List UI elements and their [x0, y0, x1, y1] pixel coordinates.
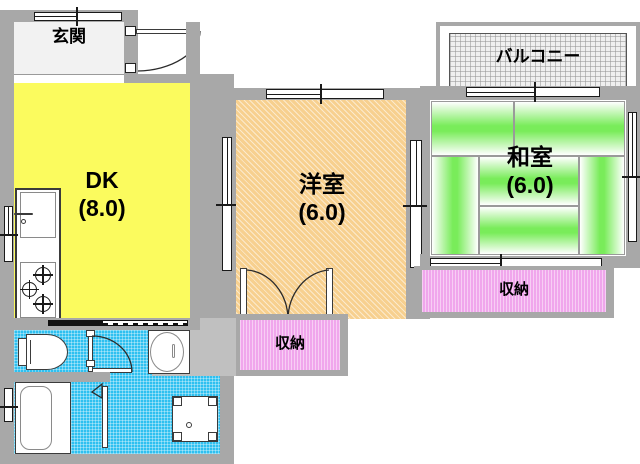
closet-center-floor	[240, 320, 340, 370]
balcony-label: バルコニー	[495, 47, 581, 66]
tatami-mat-3	[431, 156, 479, 255]
yoshitsu-name-label: 洋室	[299, 171, 345, 197]
tatami-mat-2	[514, 101, 625, 156]
bathtub	[20, 386, 52, 450]
bath-door-swing-mark	[90, 382, 103, 400]
kitchen-faucet-knob	[21, 219, 26, 224]
stove-burner-bottom-right	[33, 294, 53, 314]
toilet-door-swing-arc	[91, 335, 133, 373]
toilet-seat-line	[30, 340, 31, 364]
genkan-step-line	[14, 74, 124, 75]
washitsu-right-window-rail	[632, 112, 634, 176]
balcony-floor	[449, 33, 627, 88]
tatami-mat-4	[479, 156, 579, 206]
kitchen-sink-basin	[20, 192, 56, 238]
sliding-door-yoshitsu-washitsu-mullion	[403, 205, 427, 207]
entrance-vertical-wall	[186, 22, 200, 88]
toilet-door-jamb-top	[86, 330, 95, 337]
dk-name-label: DK	[85, 167, 119, 193]
closet-door-swing-arcs	[246, 269, 330, 321]
sanitary-right-outer-wall	[220, 376, 234, 464]
corridor-grey-fill	[200, 318, 236, 376]
washing-pan-corner-tr	[208, 397, 217, 406]
hall-threshold-dashed	[102, 320, 188, 326]
washitsu-area-label: (6.0)	[506, 172, 554, 198]
sliding-door-dk-yoshitsu-mullion	[216, 204, 238, 206]
kitchen-faucet-spout	[14, 213, 33, 215]
bath-window	[4, 388, 13, 422]
washitsu-right-window-mullion	[622, 176, 640, 178]
washing-pan-corner-tl	[173, 397, 182, 406]
washbasin-bowl	[150, 332, 184, 372]
tatami-mat-1	[431, 101, 514, 156]
washing-pan-drain	[186, 422, 192, 428]
sanitary-bottom-wall	[0, 454, 234, 464]
bath-door-leaf[interactable]	[102, 386, 108, 448]
washbasin-faucet	[172, 344, 175, 358]
dk-area-label: (8.0)	[78, 195, 126, 221]
bath-window-mullion	[0, 406, 18, 408]
stove-burner-top-right	[33, 265, 53, 285]
closet-center-label: 収納	[274, 335, 305, 352]
toilet-bowl	[26, 334, 68, 370]
washitsu-balcony-window-rail	[466, 92, 536, 94]
dk-left-window-rail	[8, 206, 10, 234]
washing-machine-pan	[172, 396, 218, 442]
sliding-door-dk-yoshitsu-rail	[227, 137, 229, 204]
stove-burner-left	[20, 280, 39, 299]
genkan-step	[14, 75, 124, 83]
dk-left-window-mullion	[0, 234, 18, 236]
sliding-door-yoshitsu-washitsu-rail	[416, 140, 418, 205]
washing-pan-corner-br	[208, 432, 217, 441]
yoshitsu-floor	[236, 100, 408, 319]
toilet-door-frame	[92, 368, 132, 373]
closet-right-floor	[422, 270, 606, 312]
genkan-label: 玄関	[52, 27, 86, 46]
yoshitsu-area-label: (6.0)	[298, 199, 346, 225]
genkan-window-rail	[34, 16, 78, 18]
toilet-door-jamb-bottom	[86, 360, 95, 367]
yoshitsu-top-window-rail	[266, 94, 322, 96]
tatami-mat-6	[579, 156, 625, 255]
closet-right-doors-rail	[430, 263, 501, 265]
closet-right-label: 収納	[498, 281, 529, 298]
hall-threshold-black	[48, 320, 102, 326]
washitsu-name-label: 和室	[507, 144, 553, 170]
washing-pan-corner-bl	[173, 432, 182, 441]
entrance-door-jamb-bottom	[125, 63, 136, 73]
wall-toilet-bath	[14, 372, 110, 382]
genkan-floor	[14, 22, 124, 74]
tatami-mat-5	[479, 206, 579, 255]
entrance-door-jamb-top	[125, 26, 136, 36]
